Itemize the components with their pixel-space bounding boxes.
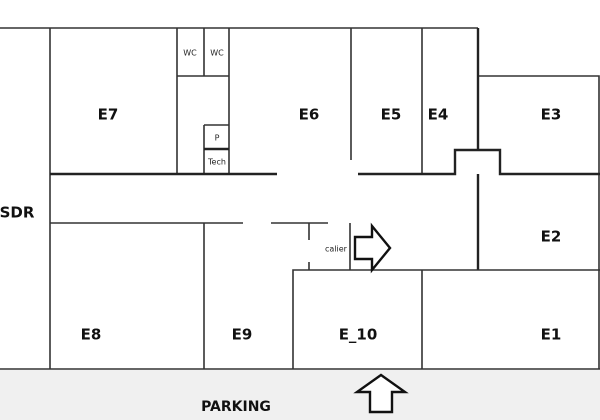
landing-label: calier — [325, 245, 348, 254]
p-label: P — [215, 134, 220, 143]
entrance-arrow-right-icon — [353, 222, 392, 274]
room-e6: E6 — [299, 106, 320, 124]
wc-1-label: WC — [183, 49, 197, 58]
wc-2-label: WC — [210, 49, 224, 58]
tech-label: Tech — [207, 158, 226, 167]
room-e8: E8 — [81, 326, 102, 344]
room-e5: E5 — [381, 106, 402, 124]
room-e3: E3 — [541, 106, 562, 124]
walls — [0, 27, 600, 370]
parking-label: PARKING — [201, 399, 271, 415]
room-e2: E2 — [541, 228, 562, 246]
room-e9: E9 — [232, 326, 253, 344]
room-e10: E_10 — [339, 326, 378, 344]
parking-area — [0, 370, 600, 420]
room-sdr: SDR — [0, 204, 35, 222]
room-e4: E4 — [428, 106, 449, 124]
room-e1: E1 — [541, 326, 562, 344]
room-e7: E7 — [98, 106, 119, 124]
entrance-arrow-up-icon — [353, 373, 409, 414]
